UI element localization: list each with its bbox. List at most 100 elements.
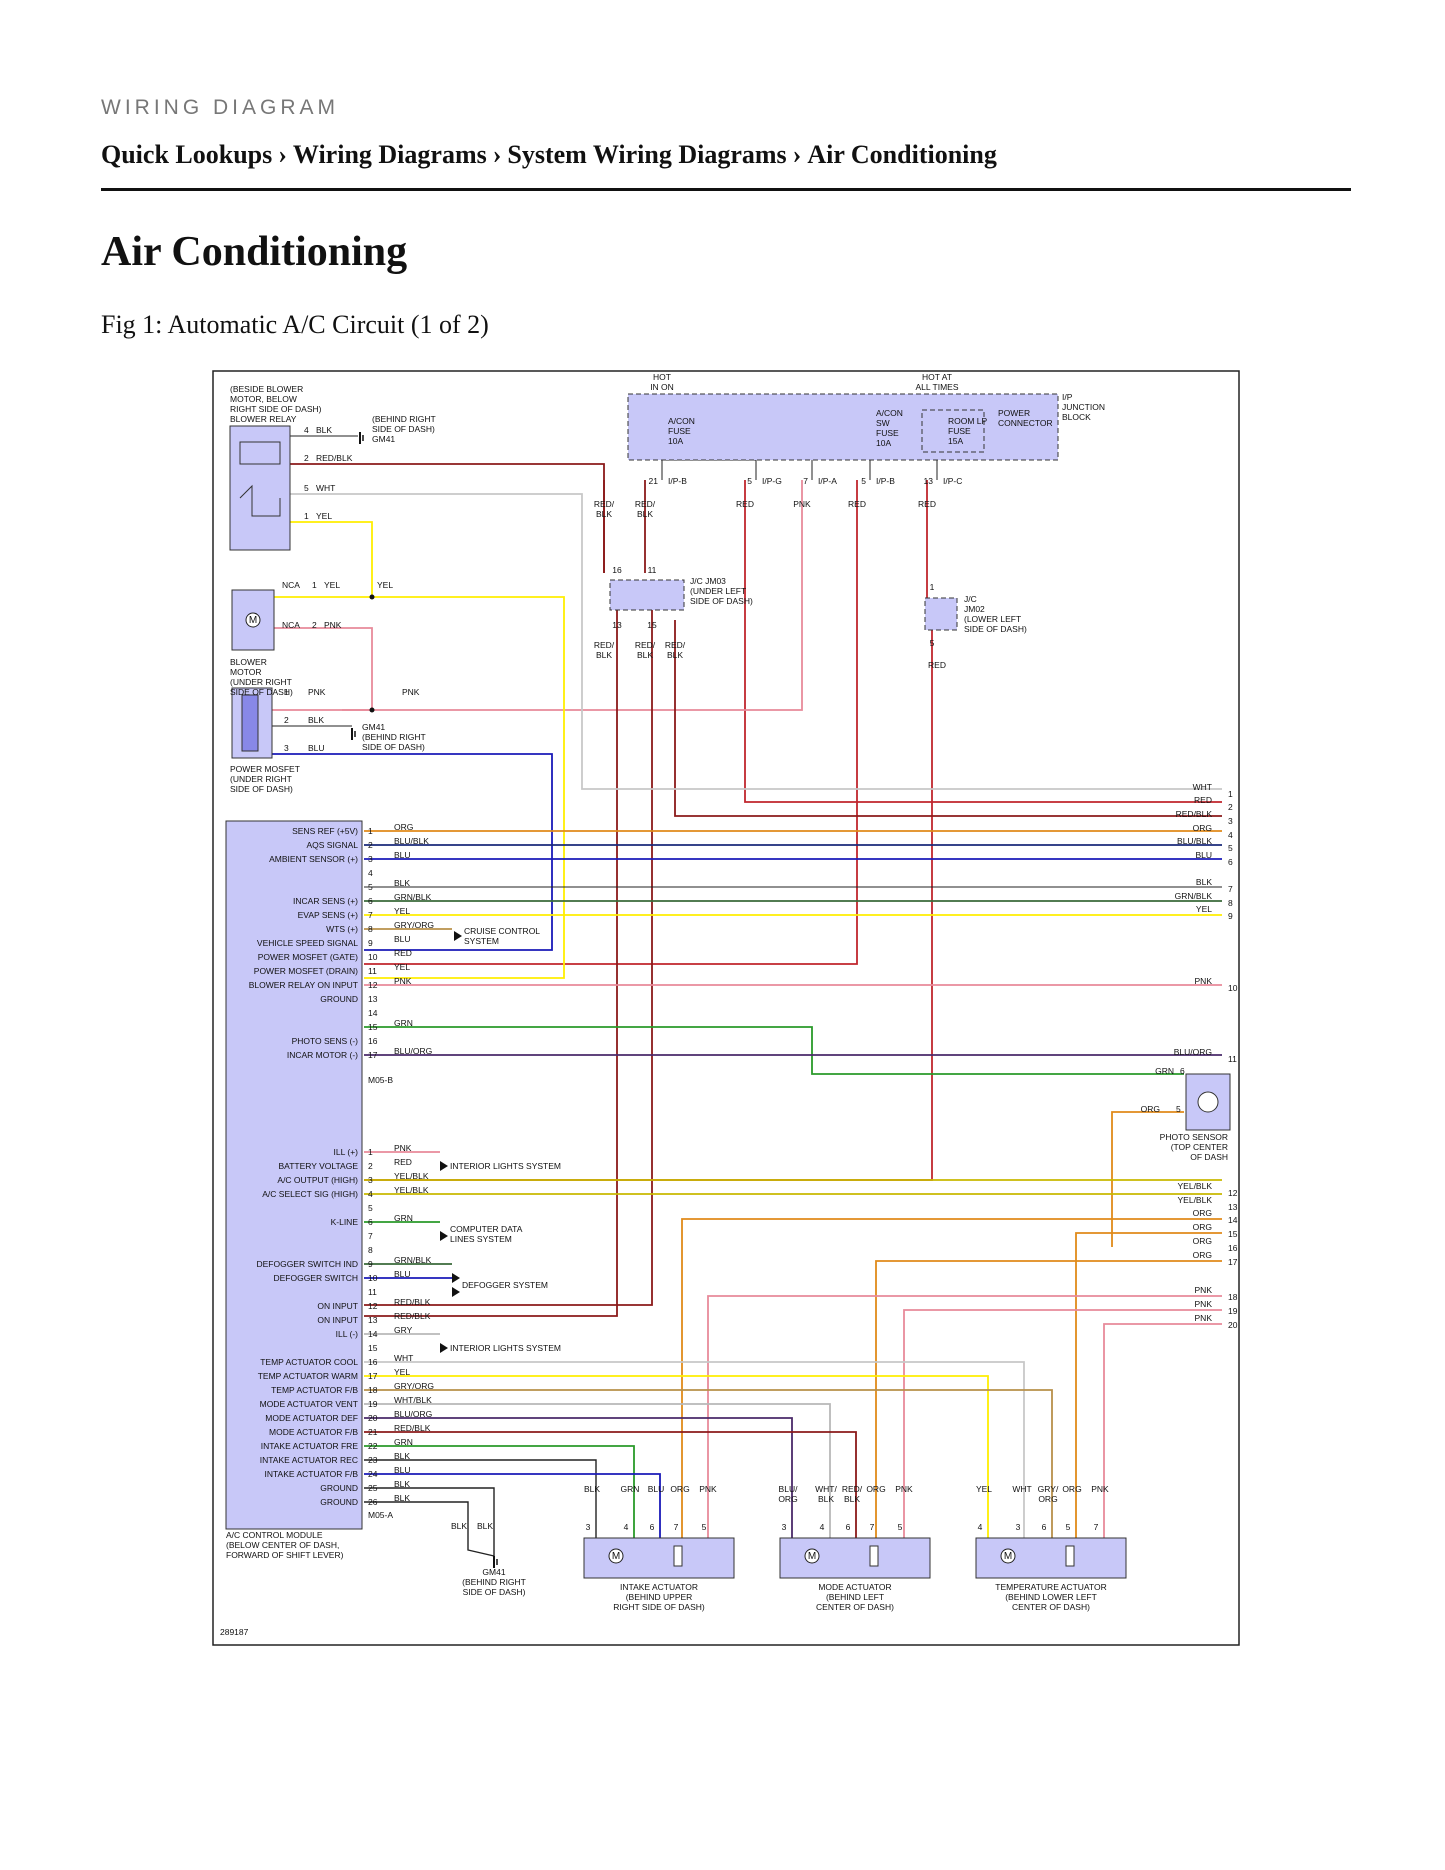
- module-wire-color: BLK: [394, 878, 410, 888]
- module-wire-color: GRN: [394, 1213, 413, 1223]
- diagram-label: SW: [876, 418, 890, 428]
- module-wire-color: RED: [394, 1157, 412, 1167]
- relay-coil-icon: [239, 441, 281, 465]
- reference-number: 15: [1228, 1229, 1238, 1239]
- wire-org-temp: [1075, 1232, 1222, 1538]
- module-pin-number: 13: [368, 994, 378, 1004]
- breadcrumb-quick-lookups[interactable]: Quick Lookups: [101, 140, 273, 169]
- breadcrumb-separator: ›: [278, 140, 287, 169]
- wire-color: BLU: [648, 1484, 665, 1494]
- diagram-label: 6: [1180, 1066, 1185, 1076]
- diagram-label: RED/: [665, 640, 686, 650]
- diagram-label: GM41: [362, 722, 385, 732]
- module-pin-number: 16: [368, 1357, 378, 1367]
- ac-control-module: [225, 820, 363, 1530]
- diagram-label: SIDE OF DASH): [690, 596, 753, 606]
- reference-number: 18: [1228, 1292, 1238, 1302]
- wire-color: YEL: [1196, 904, 1212, 914]
- wire-color: ORG: [778, 1494, 797, 1504]
- diagram-label: 11: [648, 565, 657, 575]
- module-pin-label: TEMP ACTUATOR F/B: [271, 1385, 358, 1395]
- breadcrumb-air-conditioning[interactable]: Air Conditioning: [807, 140, 997, 169]
- wire-color: PNK: [699, 1484, 717, 1494]
- motor-symbol: M: [1004, 1551, 1012, 1562]
- diagram-label: (BEHIND UPPER: [626, 1592, 693, 1602]
- diagram-label: BLK: [596, 509, 612, 519]
- module-pin-label: AQS SIGNAL: [307, 840, 359, 850]
- module-wire-color: GRY: [394, 1325, 413, 1335]
- module-pin-number: 14: [368, 1008, 378, 1018]
- module-pin-label: BATTERY VOLTAGE: [278, 1161, 358, 1171]
- wire-color: GRY/: [1038, 1484, 1059, 1494]
- wire-blu-org-mode-def: [364, 1417, 793, 1538]
- module-pin-label: A/C SELECT SIG (HIGH): [262, 1189, 358, 1199]
- diagram-label: YEL: [324, 580, 340, 590]
- module-pin-number: 24: [368, 1469, 378, 1479]
- module-wire-color: BLU/ORG: [394, 1409, 432, 1419]
- potentiometer-icon: [1065, 1545, 1075, 1567]
- reference-number: 3: [1228, 816, 1233, 826]
- wire-blk-intake-rec: [364, 1459, 597, 1538]
- module-pin-label: INTAKE ACTUATOR REC: [260, 1455, 358, 1465]
- module-wire-color: BLU: [394, 1465, 411, 1475]
- wire-color: BLU/ORG: [1174, 1047, 1212, 1057]
- wire-color: RED/BLK: [1176, 809, 1213, 819]
- connector-pin: 5: [861, 476, 866, 486]
- relay-pin: 5: [304, 483, 309, 493]
- module-pin-label: GROUND: [320, 1497, 358, 1507]
- interior-lights-arrow-icon: [440, 1161, 448, 1171]
- diagram-label: ROOM LP: [948, 416, 988, 426]
- module-wire-color: BLK: [394, 1479, 410, 1489]
- wire-blk-ground: [364, 1501, 495, 1557]
- diagram-label: 5: [930, 638, 935, 648]
- diagram-label: BLOCK: [1062, 412, 1091, 422]
- potentiometer-icon: [869, 1545, 879, 1567]
- module-wire-color: RED: [394, 948, 412, 958]
- diagram-label: TEMPERATURE ACTUATOR: [995, 1582, 1106, 1592]
- reference-number: 6: [1228, 857, 1233, 867]
- diagram-label: (UNDER LEFT: [690, 586, 746, 596]
- diagram-label: OF DASH: [1190, 1152, 1228, 1162]
- wire-color: GRN: [621, 1484, 640, 1494]
- reference-number: 17: [1228, 1257, 1238, 1267]
- reference-number: 5: [1228, 843, 1233, 853]
- wire-color: YEL/BLK: [1178, 1195, 1213, 1205]
- reference-number: 14: [1228, 1215, 1238, 1225]
- diagram-label: NCA: [282, 580, 300, 590]
- actuator-pin: 6: [846, 1522, 851, 1532]
- actuator-pin: 6: [650, 1522, 655, 1532]
- diagram-label: GM41: [372, 434, 395, 444]
- diagram-label: 16: [612, 565, 622, 575]
- module-pin-number: 14: [368, 1329, 378, 1339]
- splice-dot: [369, 594, 375, 600]
- potentiometer-icon: [673, 1545, 683, 1567]
- breadcrumb-system-wiring-diagrams[interactable]: System Wiring Diagrams: [507, 140, 787, 169]
- wire-color: PNK: [1195, 1285, 1213, 1295]
- blower-relay: [229, 425, 291, 551]
- module-pin-number: 18: [368, 1385, 378, 1395]
- module-wire-color: BLU/BLK: [394, 836, 429, 846]
- module-wire-color: YEL: [394, 1367, 410, 1377]
- module-pin-number: 15: [368, 1343, 378, 1353]
- actuator-0: [583, 1537, 735, 1579]
- module-pin-label: MODE ACTUATOR F/B: [269, 1427, 358, 1437]
- diagram-label: RED/: [635, 640, 656, 650]
- wire-color: ORG: [1193, 823, 1212, 833]
- wire-color: PNK: [1091, 1484, 1109, 1494]
- header-divider: [101, 188, 1351, 191]
- diagram-label: CONNECTOR: [998, 418, 1053, 428]
- diagram-label: (BELOW CENTER OF DASH,: [226, 1540, 339, 1550]
- wire-red-blk-ref3: [674, 620, 1222, 817]
- module-pin-number: 22: [368, 1441, 378, 1451]
- diagram-label: 10A: [876, 438, 891, 448]
- actuator-motor-icon: [608, 1548, 624, 1564]
- diagram-label: SIDE OF DASH): [463, 1587, 526, 1597]
- diagram-label: YEL: [377, 580, 393, 590]
- wire-color: WHT: [316, 483, 335, 493]
- diagram-label: BLK: [477, 1521, 493, 1531]
- wire-color: ORG: [1193, 1236, 1212, 1246]
- wire-color: ORG: [1193, 1208, 1212, 1218]
- module-wire-color: RED/BLK: [394, 1423, 431, 1433]
- breadcrumb-wiring-diagrams[interactable]: Wiring Diagrams: [292, 140, 487, 169]
- diagram-label: RED: [848, 499, 866, 509]
